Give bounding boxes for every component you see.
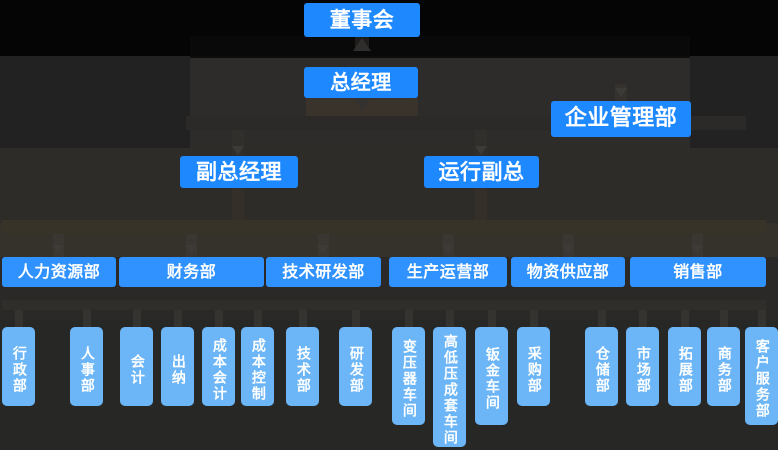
node-label: 技术研发部: [282, 261, 365, 281]
node-deputy-general-manager[interactable]: 副总经理: [180, 156, 298, 188]
unit-transformer-workshop[interactable]: 变压器车间: [392, 327, 425, 425]
connector-leaf-drop-cashier: [174, 310, 182, 327]
unit-cashier[interactable]: 出纳: [161, 327, 194, 406]
node-label: 仓储部: [593, 345, 610, 394]
node-label: 财务部: [166, 261, 217, 281]
node-label: 采购部: [525, 345, 542, 394]
node-board[interactable]: 董事会: [304, 3, 420, 37]
unit-administration[interactable]: 行政部: [2, 327, 35, 406]
shadow-pool-left: [0, 56, 190, 148]
connector-leaf-drop-warehouse: [598, 310, 606, 327]
connector-leaf-drop-cost-accounting: [215, 310, 223, 327]
node-label: 人力资源部: [17, 261, 101, 281]
connector-dept-arrow-sales-icon: [691, 245, 703, 254]
unit-personnel[interactable]: 人事部: [70, 327, 103, 406]
unit-technology[interactable]: 技术部: [286, 327, 319, 406]
connector-leaf-rail: [2, 300, 766, 310]
background-band-leaf: [0, 319, 778, 450]
node-label: 商务部: [715, 345, 732, 394]
unit-expansion[interactable]: 拓展部: [668, 327, 701, 406]
node-enterprise-management[interactable]: 企业管理部: [551, 101, 691, 137]
connector-leaf-drop-personnel: [83, 310, 91, 327]
connector-leaf-drop-business: [720, 310, 728, 327]
connector-leaf-drop-sheetmetal-workshop: [488, 310, 496, 327]
unit-accounting[interactable]: 会计: [120, 327, 153, 406]
node-label: 企业管理部: [564, 106, 678, 132]
connector-leaf-drop-customer-service: [758, 310, 766, 327]
connector-leaf-drop-switchgear-workshop: [446, 310, 454, 327]
connector-deputy-left-stem: [232, 188, 244, 220]
connector-leaf-drop-transformer-workshop: [405, 310, 413, 327]
node-label: 技术部: [294, 345, 311, 394]
node-label: 高低压成套车间: [441, 334, 458, 446]
department-finance[interactable]: 财务部: [119, 257, 264, 287]
connector-dept-arrow-supply-icon: [562, 245, 574, 254]
node-label: 行政部: [10, 345, 27, 394]
node-label: 生产运营部: [406, 261, 490, 281]
node-operations-vp[interactable]: 运行副总: [424, 156, 539, 188]
node-label: 副总经理: [196, 159, 282, 184]
node-label: 研发部: [347, 345, 364, 394]
department-supply[interactable]: 物资供应部: [511, 257, 625, 287]
unit-switchgear-workshop[interactable]: 高低压成套车间: [433, 327, 466, 447]
node-label: 运行副总: [438, 159, 525, 184]
unit-sheetmetal-workshop[interactable]: 钣金车间: [475, 327, 508, 425]
node-label: 物资供应部: [526, 261, 610, 281]
connector-dept-arrow-rnd-icon: [317, 245, 329, 254]
connector-leaf-drop-technology: [299, 310, 307, 327]
unit-purchasing[interactable]: 采购部: [517, 327, 550, 406]
unit-marketing[interactable]: 市场部: [626, 327, 659, 406]
background-band-two: [0, 148, 778, 223]
shadow-pool-center: [190, 36, 690, 58]
connector-leaf-drop-accounting: [133, 310, 141, 327]
unit-business[interactable]: 商务部: [707, 327, 740, 406]
node-label: 客户服务部: [753, 339, 770, 419]
department-production[interactable]: 生产运营部: [389, 257, 507, 287]
connector-leaf-drop-purchasing: [530, 310, 538, 327]
node-label: 变压器车间: [400, 339, 417, 419]
unit-customer-service[interactable]: 客户服务部: [745, 327, 778, 425]
department-hr[interactable]: 人力资源部: [2, 257, 116, 287]
node-label: 成本会计: [210, 337, 227, 402]
connector-leaf-drop-expansion: [681, 310, 689, 327]
department-rnd[interactable]: 技术研发部: [266, 257, 381, 287]
node-label: 市场部: [634, 345, 651, 394]
connector-dept-arrow-production-icon: [442, 245, 454, 254]
unit-warehouse[interactable]: 仓储部: [585, 327, 618, 406]
connector-deputy-right-stem: [475, 188, 487, 220]
node-label: 会计: [128, 353, 145, 386]
connector-leaf-drop-administration: [15, 310, 23, 327]
node-label: 总经理: [330, 70, 392, 94]
node-label: 钣金车间: [483, 347, 500, 411]
unit-cost-accounting[interactable]: 成本会计: [202, 327, 235, 406]
connector-gm-arrow-icon: [353, 98, 371, 111]
connector-board-arrow-icon: [353, 38, 371, 51]
node-label: 成本控制: [249, 337, 266, 402]
unit-cost-control[interactable]: 成本控制: [241, 327, 274, 406]
node-general-manager[interactable]: 总经理: [304, 67, 418, 98]
connector-leaf-drop-cost-control: [254, 310, 262, 327]
connector-dept-arrow-hr-icon: [52, 245, 64, 254]
shadow-pool-right: [690, 56, 778, 148]
connector-department-rail: [2, 220, 766, 234]
connector-leaf-drop-research: [352, 310, 360, 327]
node-label: 出纳: [169, 353, 186, 386]
unit-research[interactable]: 研发部: [339, 327, 372, 406]
node-label: 人事部: [78, 345, 95, 394]
department-sales[interactable]: 销售部: [630, 257, 766, 287]
connector-deputy-left-arrow-icon: [232, 146, 244, 155]
connector-dept-arrow-finance-icon: [185, 245, 197, 254]
connector-deputy-right-arrow-icon: [475, 146, 487, 155]
connector-leaf-drop-marketing: [639, 310, 647, 327]
node-label: 销售部: [673, 261, 723, 281]
node-label: 董事会: [329, 7, 395, 32]
connector-enterprise-arrow-icon: [615, 88, 627, 97]
node-label: 拓展部: [676, 345, 693, 394]
